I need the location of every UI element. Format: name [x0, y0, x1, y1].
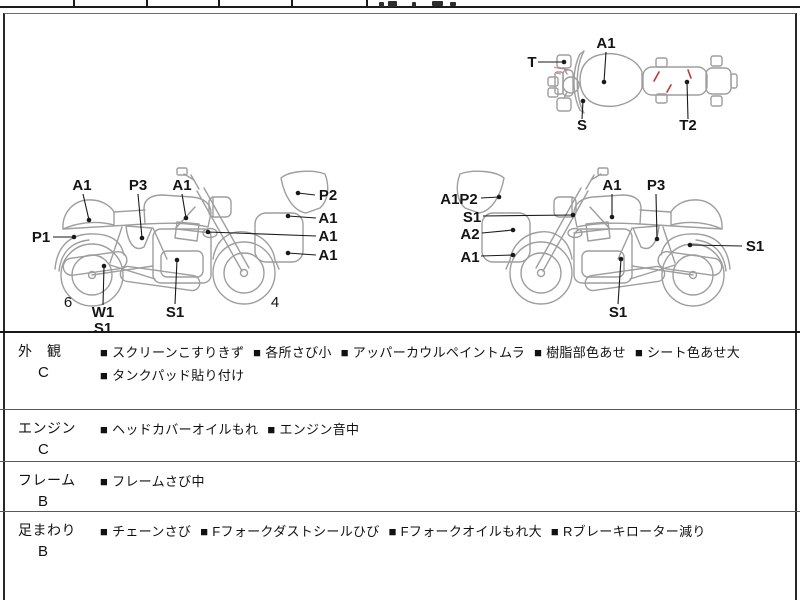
motorcycle-top-view-diagram: A1 T S T2	[527, 35, 738, 134]
annotation-label: P3	[129, 177, 147, 194]
diagram-number: 4	[271, 294, 279, 311]
annotation-label: P3	[647, 177, 665, 194]
header-divider	[218, 0, 220, 8]
header-divider	[146, 0, 148, 8]
section-items: ■ ヘッドカバーオイルもれ ■ エンジン音中	[100, 410, 800, 461]
condition-item: ■ スクリーンこすりきず	[100, 345, 245, 360]
annotation-label: A1	[460, 249, 479, 266]
grade-badge: B	[38, 493, 49, 510]
motorcycle-right-side-diagram: A1P2 S1 A2 A1 A1 P3 S1 S1	[440, 167, 764, 321]
section-items: ■ フレームさび中	[100, 462, 800, 511]
annotation-label: A1	[596, 35, 615, 52]
section-label: 足まわり B	[0, 512, 100, 600]
annotation-label: A1P2	[440, 191, 478, 208]
damage-marks	[553, 66, 692, 93]
motorcycle-left-side-diagram: A1 P3 A1 P2 A1 A1 A1 P1 W1 S1 S1 6 4	[32, 167, 338, 337]
section-items: ■ スクリーンこすりきず ■ 各所さび小 ■ アッパーカウルペイントムラ ■ 樹…	[100, 333, 800, 409]
section-name: 足まわり	[18, 522, 76, 538]
section-name: フレーム	[18, 472, 76, 488]
condition-item: ■ Fフォークダストシールひび	[200, 524, 380, 539]
condition-item: ■ タンクパッド貼り付け	[100, 368, 245, 383]
annotation-label: A2	[460, 226, 479, 243]
table-row-exterior: 外 観 C ■ スクリーンこすりきず ■ 各所さび小 ■ アッパーカウルペイント…	[0, 333, 800, 410]
annotation-label: A1	[602, 177, 621, 194]
annotation-label: A1	[318, 210, 337, 227]
grade-badge: B	[38, 543, 49, 560]
annotation-label: A1	[72, 177, 91, 194]
clipped-text-fragment	[388, 1, 397, 7]
table-row-engine: エンジン C ■ ヘッドカバーオイルもれ ■ エンジン音中	[0, 410, 800, 462]
condition-table: 外 観 C ■ スクリーンこすりきず ■ 各所さび小 ■ アッパーカウルペイント…	[0, 331, 800, 600]
condition-item: ■ フレームさび中	[100, 474, 205, 489]
annotation-label: T2	[679, 117, 697, 134]
annotation-label: P2	[319, 187, 337, 204]
annotation-label: P1	[32, 229, 50, 246]
annotation-label: S1	[609, 304, 627, 321]
condition-item: ■ チェーンさび	[100, 524, 192, 539]
table-row-frame: フレーム B ■ フレームさび中	[0, 462, 800, 512]
annotation-label: T	[527, 54, 536, 71]
table-row-undercarriage: 足まわり B ■ チェーンさび ■ Fフォークダストシールひび ■ Fフォークオ…	[0, 512, 800, 600]
header-divider	[366, 0, 368, 8]
clipped-text-fragment	[412, 2, 416, 7]
annotation-label: A1	[318, 228, 337, 245]
condition-item: ■ 各所さび小	[253, 345, 332, 360]
section-label: フレーム B	[0, 462, 100, 511]
condition-item: ■ 樹脂部色あせ	[534, 345, 626, 360]
section-name: エンジン	[18, 420, 76, 436]
section-items: ■ チェーンさび ■ Fフォークダストシールひび ■ Fフォークオイルもれ大 ■…	[100, 512, 800, 600]
section-name: 外 観	[18, 343, 62, 359]
grade-badge: C	[38, 364, 49, 381]
grade-badge: C	[38, 441, 49, 458]
annotation-label: S	[577, 117, 587, 134]
content-box	[3, 13, 797, 600]
annotation-label: S1	[166, 304, 184, 321]
annotation-label: S1	[463, 209, 481, 226]
condition-item: ■ シート色あせ大	[634, 345, 741, 360]
section-label: 外 観 C	[0, 333, 100, 409]
clipped-text-fragment	[432, 1, 443, 6]
condition-item: ■ ヘッドカバーオイルもれ	[100, 422, 259, 437]
header-divider	[291, 0, 293, 8]
clipped-text-fragment	[379, 2, 384, 7]
condition-item: ■ アッパーカウルペイントムラ	[340, 345, 526, 360]
annotation-label: A1	[172, 177, 191, 194]
clipped-text-fragment	[450, 2, 456, 6]
annotation-label: W1	[92, 304, 115, 321]
section-label: エンジン C	[0, 410, 100, 461]
condition-item: ■ Rブレーキローター減り	[550, 524, 706, 539]
clipped-header-row	[0, 0, 800, 8]
condition-item: ■ Fフォークオイルもれ大	[388, 524, 542, 539]
header-divider	[73, 0, 75, 8]
annotation-label: S1	[746, 238, 764, 255]
condition-item: ■ エンジン音中	[267, 422, 360, 437]
diagram-number: 6	[64, 294, 72, 311]
annotation-label: A1	[318, 247, 337, 264]
